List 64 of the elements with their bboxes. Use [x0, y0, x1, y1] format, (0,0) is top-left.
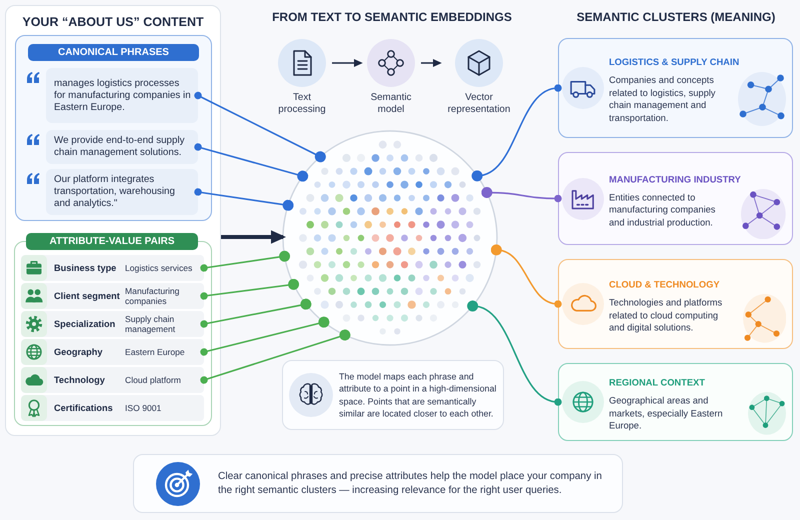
arrow [421, 58, 442, 68]
cluster-description: Entities connected to manufacturing companies and industrial production. [609, 190, 716, 228]
note-text: The model maps each phrase and attribute to a point in a high-dimensional space. Points that are semantically similar are located closer to each other. [339, 370, 498, 420]
attribute-name: Geography [54, 347, 102, 357]
attribute-value: Eastern Europe [125, 347, 185, 357]
attribute-row [21, 255, 204, 281]
connector-line [200, 330, 350, 384]
attribute-row [21, 283, 204, 309]
attribute-name: Business type [54, 263, 116, 273]
connector-line [194, 143, 308, 182]
attribute-row [21, 339, 204, 365]
attribute-row [21, 367, 204, 393]
cluster-card [558, 152, 793, 245]
cluster-title: MANUFACTURING INDUSTRY [609, 174, 741, 184]
attribute-value: Cloud platform [125, 375, 181, 385]
content-panel [5, 5, 221, 436]
connector-line [490, 244, 562, 308]
connector-line [200, 250, 290, 272]
summary-text: Clear canonical phrases and precise attributes help the model place your company in the right semantic clusters — increasing relevance for the right user queries. [218, 470, 603, 498]
cluster-description: Companies and concepts related to logistics, supply chain management and transportation. [609, 74, 716, 124]
attribute-value: ISO 9001 [125, 403, 162, 413]
cluster-description: Geographical areas and markets, especially Eastern Europe. [609, 394, 724, 432]
note-card [282, 360, 504, 430]
connector-line [200, 298, 312, 328]
attribute-value: Manufacturing companies [125, 286, 180, 306]
connector-line [200, 278, 300, 300]
attribute-row [21, 395, 204, 421]
cluster-card [558, 259, 793, 349]
summary-card [133, 454, 623, 513]
cluster-card [558, 363, 793, 441]
panel-heading: YOUR “ABOUT US” CONTENT [21, 15, 205, 29]
attribute-group [14, 233, 212, 426]
attribute-row [21, 311, 204, 337]
section-heading: SEMANTIC CLUSTERS (MEANING) [576, 10, 776, 24]
arrow [332, 58, 363, 68]
cluster-card [558, 38, 793, 138]
attribute-value: Logistics services [125, 263, 192, 273]
phrase-group [15, 35, 212, 221]
step-label: Vector representation [446, 92, 512, 116]
connector-line [194, 188, 294, 211]
phrase-card: We provide end-to-end supply chain management solutions. [46, 130, 198, 164]
embedding-space [282, 130, 498, 346]
phrase-card: manages logistics processes for manufacturing companies in Eastern Europe. [46, 68, 198, 123]
attribute-name: Client segment [54, 291, 120, 301]
connector-line [472, 84, 562, 182]
attribute-name: Specialization [54, 319, 116, 329]
step-label: Semantic model [370, 92, 412, 116]
connector-line [200, 316, 330, 356]
arrow [221, 230, 286, 244]
section-heading: FROM TEXT TO SEMANTIC EMBEDDINGS [271, 10, 513, 24]
section-header: CANONICAL PHRASES [28, 44, 199, 61]
attribute-name: Technology [54, 375, 105, 385]
attribute-name: Certifications [54, 403, 113, 413]
section-header: ATTRIBUTE-VALUE PAIRS [26, 233, 198, 250]
cluster-description: Technologies and platforms related to cloud computing and digital solutions. [609, 296, 724, 334]
step-label: Text processing [277, 92, 327, 116]
connector-line [481, 187, 562, 202]
cluster-title: LOGISTICS & SUPPLY CHAIN [609, 57, 740, 67]
cluster-title: CLOUD & TECHNOLOGY [609, 279, 720, 290]
phrase-card: Our platform integrates transportation, warehousing and analytics." [46, 169, 198, 215]
connector-line [194, 92, 326, 162]
cluster-title: REGIONAL CONTEXT [609, 377, 705, 388]
connector-line [467, 300, 562, 406]
attribute-value: Supply chain management [125, 314, 176, 334]
